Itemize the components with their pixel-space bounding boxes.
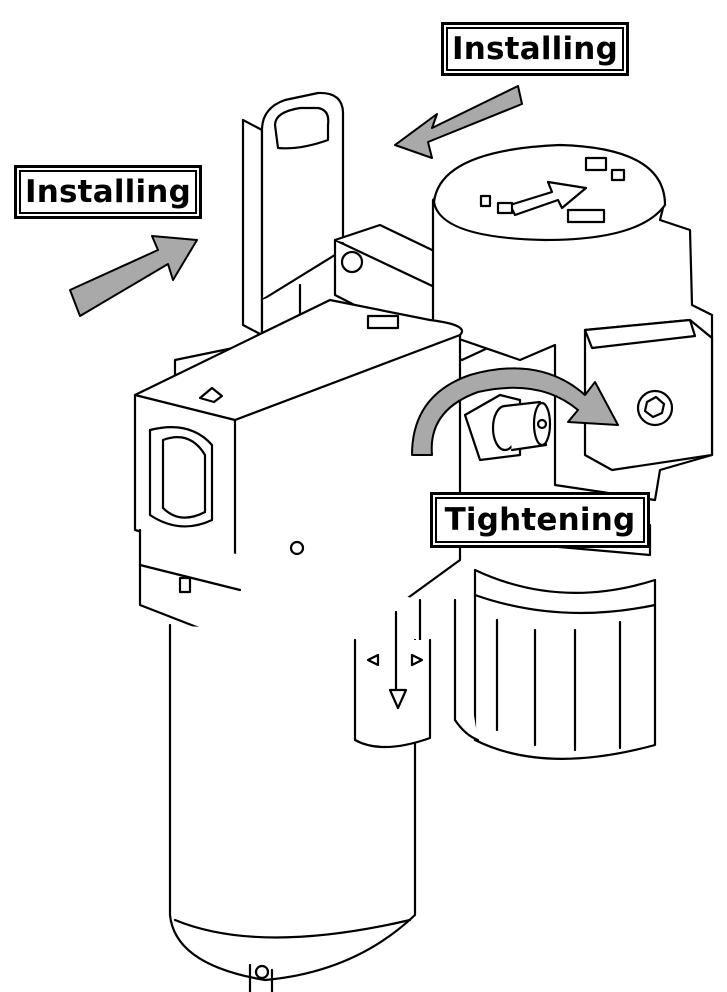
label-installing-right: Installing [441, 22, 629, 76]
label-installing-left: Installing [14, 165, 202, 219]
installing-arrow-left-icon [69, 235, 198, 317]
label-text: Installing [446, 27, 624, 71]
installing-arrow-right-icon [394, 85, 523, 159]
mounting-bracket [241, 91, 345, 337]
label-tightening: Tightening [430, 492, 650, 548]
label-text: Installing [19, 170, 197, 214]
adjusting-knob [463, 393, 552, 462]
filter-unit [133, 298, 463, 992]
label-text: Tightening [435, 497, 645, 543]
tightening-arrow-icon [411, 367, 619, 456]
regulator-unit [431, 143, 714, 760]
